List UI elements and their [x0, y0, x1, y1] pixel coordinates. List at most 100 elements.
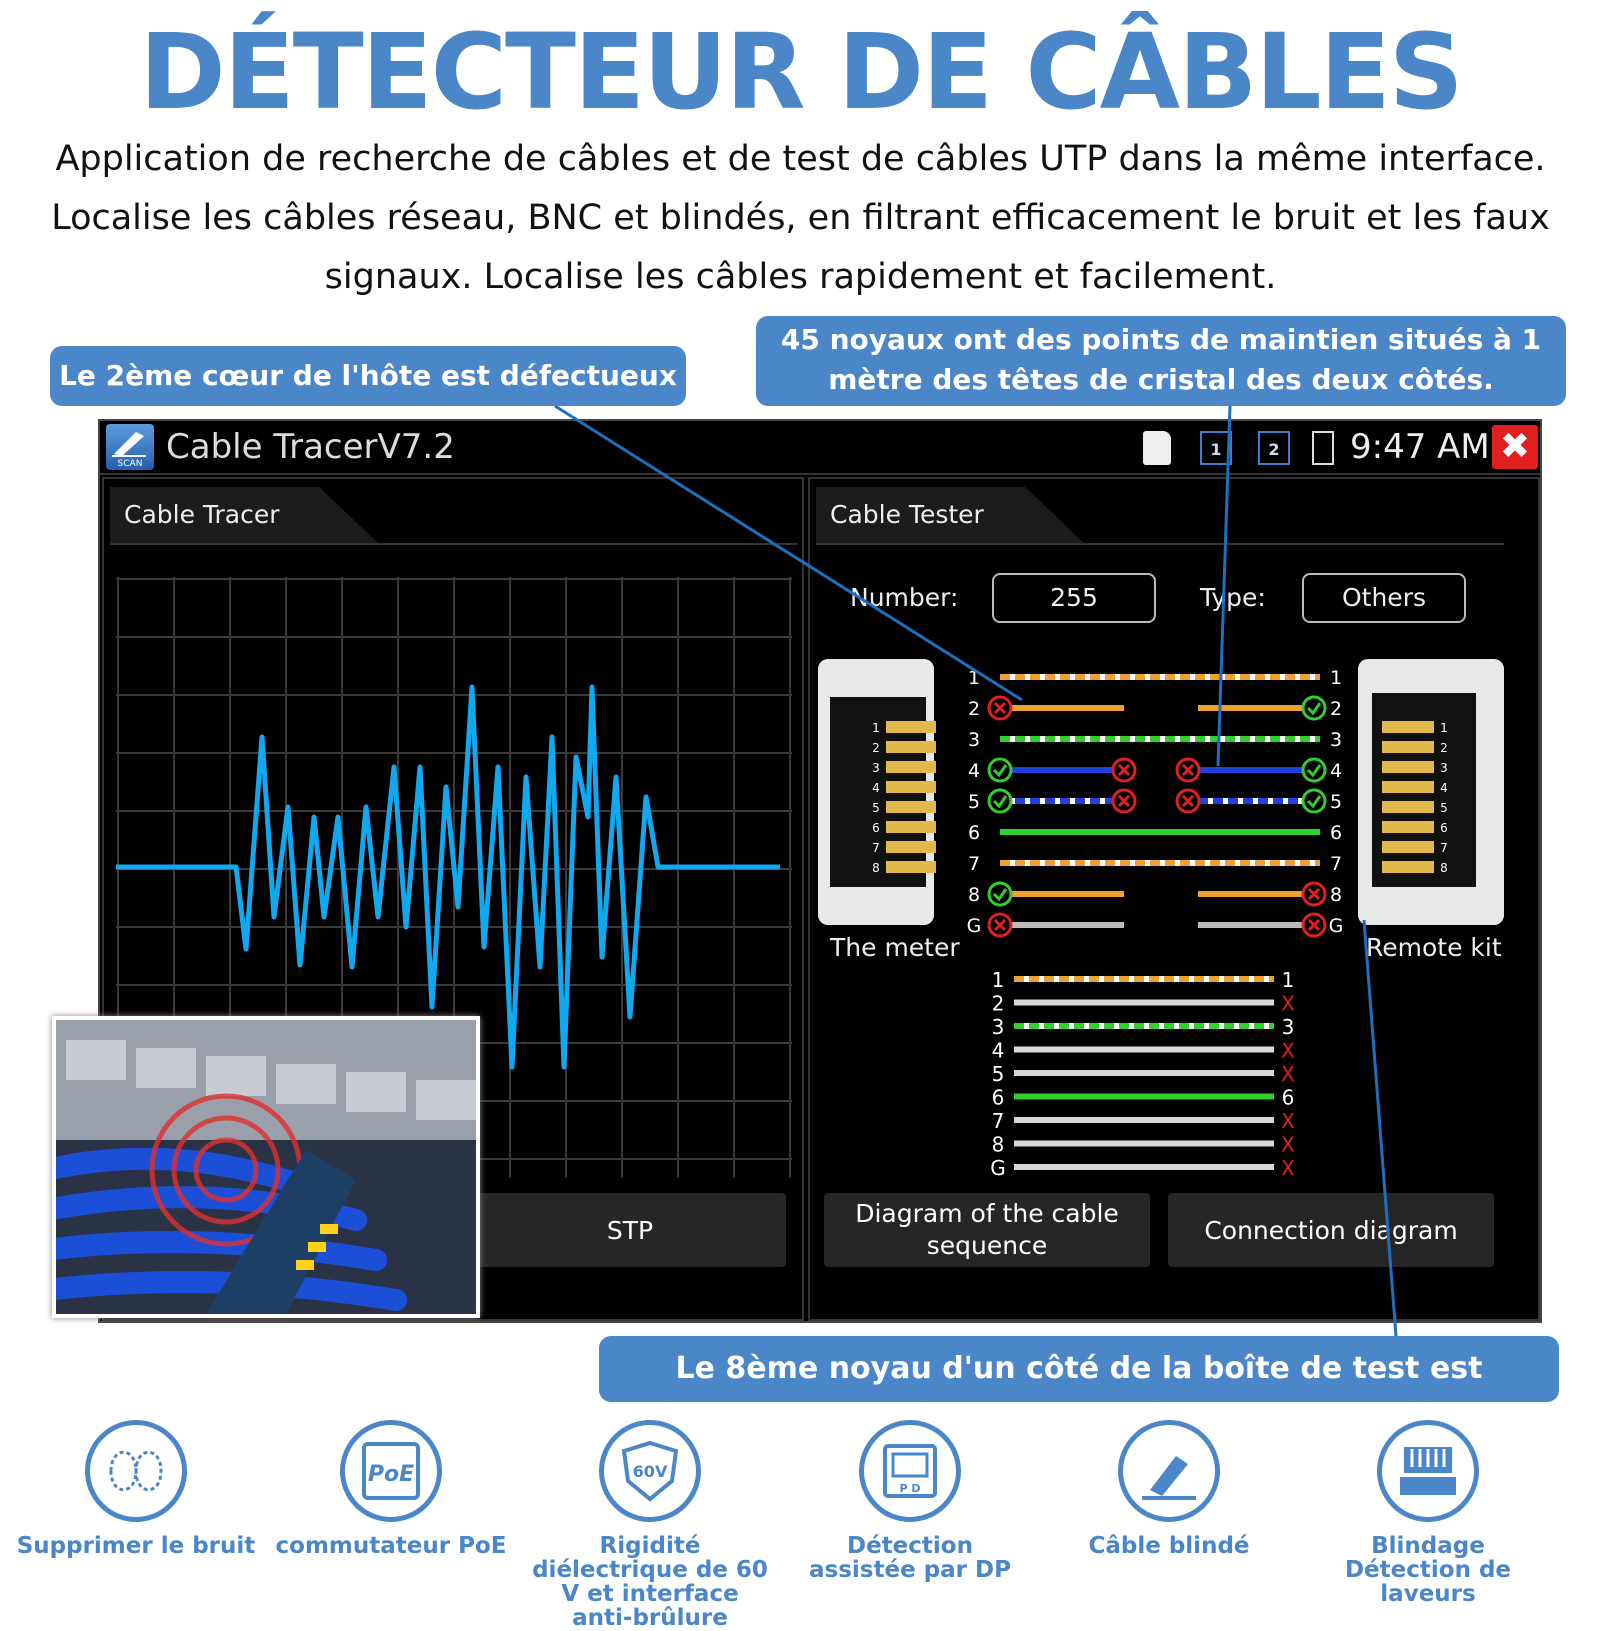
meter-label: The meter	[830, 933, 960, 962]
fail-icon	[987, 912, 1013, 938]
feature-dp-detection: P D Détection assistée par DP	[790, 1420, 1030, 1582]
page-subtitle: Application de recherche de câbles et de…	[51, 139, 1550, 297]
wire-pin-label-right: 8	[1330, 884, 1342, 906]
remote-pin	[1382, 741, 1434, 753]
wire-pin-label-left: 5	[968, 791, 980, 813]
wire-pin-label-right: G	[1329, 915, 1344, 937]
meter-pin-number: 3	[872, 761, 880, 775]
signal-waveform	[116, 684, 780, 1070]
feature-noise-suppression: Supprimer le bruit	[16, 1420, 256, 1558]
sequence-pin-left: 7	[992, 1109, 1005, 1133]
remote-pin-number: 6	[1440, 821, 1448, 835]
meter-pin-number: 8	[872, 861, 880, 875]
check-icon	[1301, 757, 1327, 783]
meter-pin	[886, 781, 936, 793]
meter-pin-number: 6	[872, 821, 880, 835]
shielding-washer-icon	[1377, 1420, 1479, 1522]
meter-pin-number: 4	[872, 781, 880, 795]
sequence-pin-right: X	[1281, 1133, 1295, 1157]
sequence-pin-right: 6	[1282, 1086, 1295, 1110]
remote-pin	[1382, 821, 1434, 833]
sequence-pin-right: X	[1281, 1062, 1295, 1086]
svg-text:PoE: PoE	[368, 1462, 414, 1487]
remote-pin-number: 8	[1440, 861, 1448, 875]
wire-pin-label-left: 3	[968, 729, 980, 751]
sequence-pin-left: 4	[992, 1039, 1005, 1063]
meter-pin	[886, 721, 936, 733]
network-2-number: 2	[1268, 440, 1280, 459]
sd-card-icon	[1143, 431, 1171, 465]
sequence-pin-right: X	[1281, 1039, 1295, 1063]
sequence-pin-right: X	[1281, 1156, 1295, 1180]
remote-pin	[1382, 761, 1434, 773]
sequence-pin-left: 1	[992, 969, 1005, 992]
sequence-diagram-button[interactable]: Diagram of the cable sequence	[824, 1193, 1150, 1267]
sequence-pin-right: X	[1281, 1109, 1295, 1133]
check-icon	[1301, 788, 1327, 814]
feature-label: Détection assistée par DP	[809, 1533, 1011, 1583]
shielded-cable-icon	[1118, 1420, 1220, 1522]
feature-shielded-cable: Câble blindé	[1049, 1420, 1289, 1558]
close-button[interactable]: ✖	[1492, 425, 1538, 469]
wire-pin-label-left: G	[967, 915, 982, 937]
connection-diagram-button[interactable]: Connection diagram	[1168, 1193, 1494, 1267]
number-field[interactable]: 255	[992, 573, 1156, 623]
remote-pin	[1382, 781, 1434, 793]
meter-pin	[886, 761, 936, 773]
cable-tracer-probe-image	[56, 1020, 476, 1314]
sequence-pin-left: 5	[992, 1062, 1005, 1086]
wire-pin-label-left: 6	[968, 822, 980, 844]
remote-pin	[1382, 801, 1434, 813]
sequence-pin-left: 2	[992, 992, 1005, 1016]
wire-pin-label-left: 1	[968, 667, 980, 689]
remote-pin-number: 2	[1440, 741, 1448, 755]
wire-pin-label-right: 1	[1330, 667, 1342, 689]
sequence-pin-left: 6	[992, 1086, 1005, 1110]
sequence-pin-right: 3	[1282, 1015, 1295, 1039]
remote-pin-number: 3	[1440, 761, 1448, 775]
meter-pin	[886, 821, 936, 833]
remote-pin-number: 4	[1440, 781, 1448, 795]
battery-icon	[1312, 431, 1334, 465]
fail-icon	[1301, 881, 1327, 907]
feature-label: Blindage Détection de laveurs	[1344, 1533, 1512, 1607]
type-field[interactable]: Others	[1302, 573, 1466, 623]
tab-cable-tester[interactable]: Cable Tester	[816, 487, 1084, 543]
meter-pin-number: 1	[872, 721, 880, 735]
feature-label: commutateur PoE	[275, 1533, 507, 1559]
feature-poe-switch: PoE commutateur PoE	[271, 1420, 511, 1558]
callout-45-cores: 45 noyaux ont des points de maintien sit…	[756, 316, 1566, 406]
fail-icon	[1175, 757, 1201, 783]
tab-cable-tracer[interactable]: Cable Tracer	[110, 487, 378, 543]
status-bar: SCAN Cable TracerV7.2 1 2 9:47 AM ✖	[100, 421, 1540, 475]
page-title: DÉTECTEUR DE CÂBLES	[139, 11, 1463, 133]
wire-pin-label-right: 7	[1330, 853, 1342, 875]
product-photo	[52, 1016, 480, 1318]
dp-detection-icon: P D	[859, 1420, 961, 1522]
check-icon	[987, 788, 1013, 814]
callout-core8-defect: Le 8ème noyau d'un côté de la boîte de t…	[599, 1336, 1559, 1452]
remote-pin-number: 5	[1440, 801, 1448, 815]
network-1-number: 1	[1210, 440, 1222, 459]
meter-pin	[886, 841, 936, 853]
sequence-pin-left: G	[990, 1156, 1006, 1180]
wire-pin-label-left: 2	[968, 698, 980, 720]
feature-label: Rigidité diélectrique de 60 V et interfa…	[532, 1533, 768, 1631]
meter-pin	[886, 861, 936, 873]
noise-suppression-icon	[85, 1420, 187, 1522]
wifi-disconnected-icon: 2	[1258, 431, 1290, 465]
stp-button[interactable]: STP	[474, 1193, 786, 1267]
sequence-pin-left: 8	[992, 1133, 1005, 1157]
svg-text:60V: 60V	[633, 1462, 668, 1481]
wire-pin-label-right: 5	[1330, 791, 1342, 813]
check-icon	[987, 757, 1013, 783]
meter-pin	[886, 801, 936, 813]
wire-pin-label-left: 8	[968, 884, 980, 906]
tab-divider	[816, 543, 1504, 545]
wire-pin-label-left: 4	[968, 760, 980, 782]
number-label: Number:	[850, 583, 959, 612]
